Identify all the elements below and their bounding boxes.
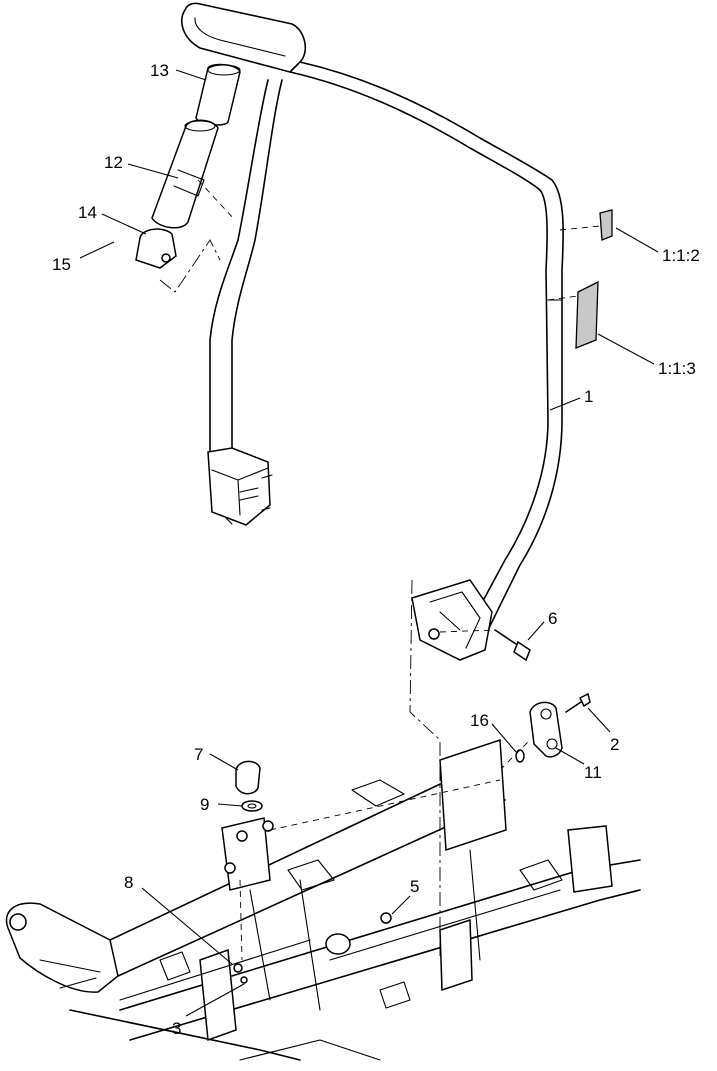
callout-11: 11 [584,763,602,782]
callout-labels: 13 12 14 15 1:1:2 1:1:3 1 6 16 2 11 7 9 … [52,61,700,1038]
callout-14: 14 [78,203,97,222]
callout-3: 3 [172,1019,181,1038]
bumper-7 [235,760,263,812]
callout-1: 1 [584,387,593,406]
callout-5: 5 [410,877,419,896]
decal-1-1-2 [599,209,613,241]
chassis-frame [5,738,641,1061]
callout-1-1-3: 1:1:3 [658,359,696,378]
callout-1-1-2: 1:1:2 [662,246,700,265]
holder-assembly [135,63,241,293]
clamp-14 [135,228,177,269]
bolt-6 [439,629,531,662]
callout-12: 12 [104,153,123,172]
washer-8 [233,963,243,973]
leader-lines [79,69,659,1017]
callout-16: 16 [470,711,489,730]
nut-3 [240,976,248,984]
callout-2: 2 [610,735,619,754]
decal-1-1-3 [575,280,599,349]
nut-5 [380,912,392,924]
plate-11 [499,692,591,771]
callout-13: 13 [150,61,169,80]
roll-bar [181,2,613,661]
callout-7: 7 [194,745,203,764]
callout-15: 15 [52,255,71,274]
callout-9: 9 [200,795,209,814]
callout-6: 6 [548,609,557,628]
callout-8: 8 [124,873,133,892]
